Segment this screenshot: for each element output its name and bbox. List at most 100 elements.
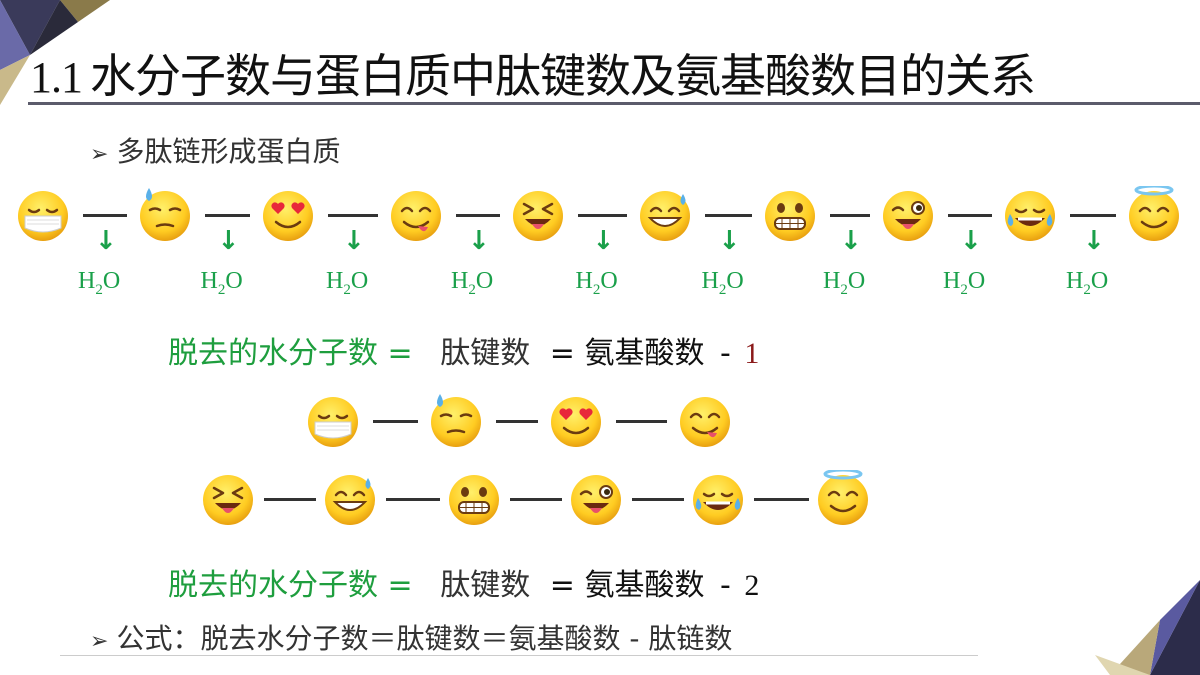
- halo-emoji-icon: [1126, 184, 1182, 242]
- peptide-bond-line: [373, 420, 418, 423]
- down-arrow-icon: ↓: [960, 226, 982, 256]
- down-arrow-icon: ↓: [343, 226, 365, 256]
- mask-emoji-icon: [305, 392, 361, 448]
- halo-emoji-icon: [815, 468, 871, 526]
- eq1-equals-2: =: [549, 336, 575, 371]
- eq1-minus: -: [720, 336, 731, 371]
- sweat-emoji-icon: [137, 186, 193, 242]
- peptide-bond-line: [1070, 214, 1116, 217]
- eq2-peptide-bond-label: 肽键数: [440, 568, 531, 603]
- water-o: O: [1090, 268, 1109, 294]
- water-sub: 2: [840, 281, 848, 298]
- water-h: H: [200, 268, 218, 294]
- water-h: H: [823, 268, 841, 294]
- eq2-equals: =: [387, 568, 413, 603]
- down-arrow-icon: ↓: [592, 226, 615, 256]
- heart-eyes-emoji-icon: [548, 392, 604, 448]
- peptide-bond-line: [578, 214, 627, 217]
- water-molecule-label: H2O: [823, 268, 865, 299]
- equation-two-chains: 脱去的水分子数 = 肽键数 = 氨基酸数 - 2: [168, 560, 759, 604]
- water-h: H: [1066, 268, 1084, 294]
- eq1-amino-acid-label: 氨基酸数: [584, 336, 705, 371]
- squint-tongue-emoji-icon: [510, 186, 566, 242]
- footer-divider: [60, 655, 978, 656]
- peptide-bond-line: [616, 420, 667, 423]
- water-sub: 2: [718, 281, 727, 298]
- title-text: 水分子数与蛋白质中肽键数及氨基酸数目的关系: [90, 49, 1036, 103]
- equation-single-chain: 脱去的水分子数 = 肽键数 = 氨基酸数 - 1: [168, 328, 759, 372]
- water-molecule-label: H2O: [943, 268, 985, 299]
- down-arrow-icon: ↓: [95, 226, 117, 256]
- eq1-number: 1: [744, 337, 760, 370]
- corner-decoration-bottom-right: [1095, 580, 1200, 675]
- water-sub: 2: [95, 281, 103, 298]
- water-h: H: [78, 268, 96, 294]
- peptide-bond-line: [264, 498, 316, 501]
- yum-emoji-icon: [388, 186, 444, 242]
- water-o: O: [600, 268, 618, 294]
- eq1-equals: =: [387, 336, 413, 371]
- section-number: 1.1: [30, 53, 83, 102]
- water-h: H: [943, 268, 961, 294]
- eq2-minus: -: [720, 568, 731, 603]
- peptide-bond-line: [496, 420, 538, 423]
- wink-tongue-emoji-icon: [568, 470, 624, 526]
- water-o: O: [102, 268, 121, 294]
- eq1-water-count-label: 脱去的水分子数: [168, 336, 378, 371]
- water-h: H: [701, 268, 719, 294]
- yum-emoji-icon: [677, 392, 733, 448]
- peptide-bond-line: [632, 498, 684, 501]
- eq2-amino-acid-label: 氨基酸数: [584, 568, 705, 603]
- eq1-peptide-bond-label: 肽键数: [440, 336, 531, 371]
- water-h: H: [326, 268, 344, 294]
- down-arrow-icon: ↓: [1083, 226, 1105, 256]
- water-molecule-label: H2O: [201, 268, 243, 299]
- grimace-emoji-icon: [446, 470, 502, 526]
- eq2-equals-2: =: [549, 568, 575, 603]
- peptide-bond-line: [386, 498, 440, 501]
- peptide-bond-line: [328, 214, 378, 217]
- sweat-emoji-icon: [428, 392, 484, 448]
- down-arrow-icon: ↓: [468, 226, 490, 256]
- water-o: O: [726, 268, 744, 294]
- formula-text: 公式：脱去水分子数＝肽键数＝氨基酸数 - 肽链数: [116, 622, 733, 655]
- peptide-bond-line: [754, 498, 809, 501]
- grin-sweat-emoji-icon: [322, 470, 378, 526]
- joy-emoji-icon: [1002, 186, 1058, 242]
- down-arrow-icon: ↓: [217, 226, 240, 256]
- water-o: O: [967, 268, 986, 294]
- water-o: O: [350, 268, 369, 294]
- heart-eyes-emoji-icon: [260, 186, 316, 242]
- peptide-bond-line: [510, 498, 562, 501]
- water-o: O: [847, 268, 866, 294]
- water-molecule-label: H2O: [78, 268, 120, 299]
- bullet-polypeptide: ➢ 多肽链形成蛋白质: [90, 130, 340, 170]
- water-sub: 2: [592, 281, 601, 298]
- title-divider: [28, 102, 1200, 105]
- peptide-bond-line: [705, 214, 752, 217]
- bullet1-text: 多肽链形成蛋白质: [116, 135, 341, 168]
- peptide-bond-line: [205, 214, 250, 217]
- down-arrow-icon: ↓: [718, 226, 741, 256]
- joy-emoji-icon: [690, 470, 746, 526]
- squint-tongue-emoji-icon: [200, 470, 256, 526]
- water-molecule-label: H2O: [326, 268, 368, 299]
- water-molecule-label: H2O: [451, 268, 493, 299]
- peptide-bond-line: [456, 214, 500, 217]
- corner-decoration-top-left: [0, 0, 110, 105]
- water-sub: 2: [343, 281, 351, 298]
- water-h: H: [451, 268, 469, 294]
- grin-sweat-emoji-icon: [637, 186, 693, 242]
- wink-tongue-emoji-icon: [880, 186, 936, 242]
- mask-emoji-icon: [15, 186, 71, 242]
- bullet-arrow-icon: ➢: [90, 142, 109, 167]
- down-arrow-icon: ↓: [840, 226, 862, 256]
- bullet-arrow-icon: ➢: [90, 629, 109, 654]
- water-o: O: [225, 268, 243, 294]
- water-sub: 2: [1083, 281, 1091, 298]
- grimace-emoji-icon: [762, 186, 818, 242]
- peptide-bond-line: [948, 214, 992, 217]
- water-sub: 2: [468, 281, 476, 298]
- water-sub: 2: [960, 281, 968, 298]
